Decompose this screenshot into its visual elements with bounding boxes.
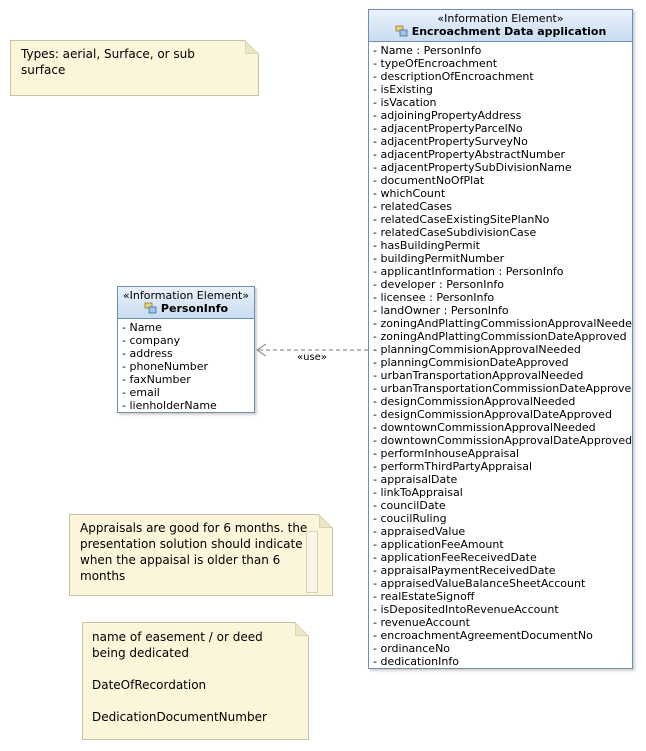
attribute-item: - linkToAppraisal (373, 486, 463, 499)
attribute-item: - isDepositedIntoRevenueAccount (373, 603, 559, 616)
attribute-item: - hasBuildingPermit (373, 239, 480, 252)
class-encroachment-data-application[interactable]: «Information Element» Encroachment Data … (368, 9, 633, 669)
attribute-item: - ordinanceNo (373, 642, 451, 655)
attribute-item: - licensee : PersonInfo (373, 291, 495, 304)
attribute-item: - adjacentPropertySubDivisionName (373, 161, 572, 174)
attribute-item: - relatedCases (373, 200, 453, 213)
attribute-item: - zoningAndPlattingCommissionDateApprove… (373, 330, 627, 343)
attribute-item: - performInhouseAppraisal (373, 447, 520, 460)
attribute-item: - adjacentPropertyAbstractNumber (373, 148, 565, 161)
attribute-item: - relatedCaseExistingSitePlanNo (373, 213, 550, 226)
use-label: «use» (297, 352, 327, 363)
attribute-item: - downtownCommissionApprovalNeeded (373, 421, 596, 434)
information-element-icon (144, 302, 158, 314)
attribute-item: - downtownCommissionApprovalDateApproved (373, 434, 633, 447)
class-header: «Information Element» PersonInfo (118, 287, 254, 319)
attribute-item: - councilDate (373, 499, 446, 512)
attribute-item: - phoneNumber (122, 360, 209, 373)
attribute-item: - buildingPermitNumber (373, 252, 505, 265)
note-fold-icon (245, 40, 259, 54)
attribute-item: - coucilRuling (373, 512, 447, 525)
attribute-item: - Name (122, 321, 162, 334)
note-easement[interactable]: name of easement / or deed being dedicat… (82, 622, 309, 740)
attribute-item: - company (122, 334, 181, 347)
attribute-item: - performThirdPartyAppraisal (373, 460, 533, 473)
attribute-item: - email (122, 386, 160, 399)
attribute-item: - whichCount (373, 187, 446, 200)
attribute-item: - appraisalDate (373, 473, 458, 486)
attribute-item: - dedicationInfo (373, 655, 459, 668)
stereotype-label: «Information Element» (437, 12, 564, 25)
attribute-item: - appraisedValue (373, 525, 466, 538)
note-fold-icon (295, 622, 309, 636)
attribute-item: - landOwner : PersonInfo (373, 304, 509, 317)
attribute-item: - descriptionOfEncroachment (373, 70, 534, 83)
class-personinfo[interactable]: «Information Element» PersonInfo - Name-… (117, 286, 255, 413)
attribute-item: - applicationFeeReceivedDate (373, 551, 537, 564)
class-name: PersonInfo (160, 302, 229, 315)
attribute-item: - relatedCaseSubdivisionCase (373, 226, 537, 239)
note-fold-icon (319, 514, 333, 528)
class-header: «Information Element» Encroachment Data … (369, 10, 632, 42)
note-scrollbar[interactable] (306, 531, 318, 593)
note-easement-text: name of easement / or deed being dedicat… (92, 630, 267, 724)
attribute-item: - typeOfEncroachment (373, 57, 498, 70)
attribute-item: - designCommissionApprovalDateApproved (373, 408, 612, 421)
attribute-item: - planningCommisionApprovalNeeded (373, 343, 581, 356)
attribute-item: - zoningAndPlattingCommissionApprovalNee… (373, 317, 633, 330)
note-appraisals[interactable]: Appraisals are good for 6 months. the pr… (69, 514, 333, 596)
attribute-item: - revenueAccount (373, 616, 470, 629)
attribute-list: - Name : PersonInfo- typeOfEncroachment-… (369, 42, 632, 668)
attribute-list: - Name- company- address- phoneNumber- f… (118, 319, 254, 412)
class-name: Encroachment Data application (411, 25, 607, 38)
attribute-item: - address (122, 347, 173, 360)
attribute-item: - Name : PersonInfo (373, 44, 482, 57)
stereotype-label: «Information Element» (122, 289, 250, 302)
attribute-item: - faxNumber (122, 373, 191, 386)
attribute-item: - documentNoOfPlat (373, 174, 485, 187)
attribute-item: - planningCommisionDateApproved (373, 356, 569, 369)
attribute-item: - urbanTransportationCommissionDateAppro… (373, 382, 633, 395)
note-types[interactable]: Types: aerial, Surface, or sub surface (10, 40, 259, 96)
note-types-text: Types: aerial, Surface, or sub surface (21, 47, 195, 77)
attribute-item: - developer : PersonInfo (373, 278, 505, 291)
attribute-item: - lienholderName (122, 399, 217, 412)
attribute-item: - isExisting (373, 83, 433, 96)
attribute-item: - applicationFeeAmount (373, 538, 504, 551)
attribute-item: - appraisedValueBalanceSheetAccount (373, 577, 586, 590)
attribute-item: - isVacation (373, 96, 437, 109)
attribute-item: - adjacentPropertySurveyNo (373, 135, 528, 148)
information-element-icon (395, 25, 409, 37)
attribute-item: - encroachmentAgreementDocumentNo (373, 629, 593, 642)
attribute-item: - designCommissionApprovalNeeded (373, 395, 576, 408)
attribute-item: - appraisalPaymentReceivedDate (373, 564, 556, 577)
attribute-item: - adjoiningPropertyAddress (373, 109, 522, 122)
attribute-item: - realEstateSignoff (373, 590, 475, 603)
attribute-item: - urbanTransportationApprovalNeeded (373, 369, 584, 382)
attribute-item: - adjacentPropertyParcelNo (373, 122, 523, 135)
note-appraisals-text: Appraisals are good for 6 months. the pr… (80, 521, 308, 583)
attribute-item: - applicantInformation : PersonInfo (373, 265, 564, 278)
